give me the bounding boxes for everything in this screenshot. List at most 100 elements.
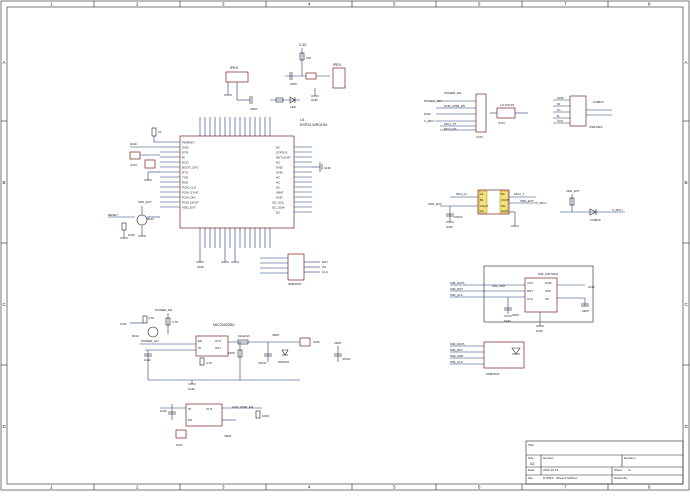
pin-clk: CLK bbox=[527, 297, 533, 301]
mic-part-label: MIC29302BU bbox=[213, 323, 235, 327]
vmcu-label: V_MCU bbox=[536, 201, 547, 205]
con-label: CON bbox=[130, 163, 137, 167]
vbat-label: VBAT bbox=[250, 107, 258, 111]
gnd-label: GND bbox=[160, 409, 168, 413]
gnd-label: GND bbox=[324, 166, 332, 170]
pin-oe: OE bbox=[501, 204, 505, 208]
pin-nc: NC bbox=[276, 146, 281, 150]
gnd-label: GND bbox=[128, 233, 136, 237]
col-marker: 3 bbox=[222, 485, 225, 490]
pin-gnd: GND bbox=[182, 146, 190, 150]
power-label: POWER_ON bbox=[424, 99, 442, 103]
pin-nc: NC bbox=[276, 176, 281, 180]
gnd-label: GND bbox=[588, 285, 596, 289]
gnd-label: GND bbox=[311, 98, 319, 102]
row-marker: B bbox=[685, 180, 688, 185]
r-value: 4.7K bbox=[148, 316, 154, 320]
sim-rst-label: SIM_RST bbox=[450, 348, 463, 352]
pin-out: OUT bbox=[206, 407, 213, 411]
col-marker: 8 bbox=[648, 2, 651, 7]
file-label: File bbox=[528, 476, 533, 480]
mcu-tx-label: MCU_TX bbox=[444, 122, 456, 126]
pin-i2c-sda: I2C_SDA bbox=[272, 206, 285, 210]
power-en-label: POWER_EN bbox=[155, 308, 172, 312]
cap-value: 22PF bbox=[512, 313, 519, 317]
pin-vcc: VCC bbox=[557, 119, 564, 123]
pin-out: OUT bbox=[215, 339, 222, 343]
pin-b1: B1 bbox=[480, 198, 484, 202]
pin-in: IN bbox=[188, 407, 191, 411]
pin-id: ID bbox=[557, 102, 561, 106]
gnd-label: GND bbox=[446, 225, 454, 229]
diode-value: 1N5819 bbox=[590, 218, 601, 222]
pin-nc: NC bbox=[276, 211, 281, 215]
regulator-section: POWER_EN 4.7K 4.7K GND 9013 POWER_ON MIC… bbox=[120, 308, 351, 391]
power-en-label: POWER_EN bbox=[444, 91, 461, 95]
ipex-connector: IPEX VBAT bbox=[224, 66, 258, 111]
pin-txd: TXD bbox=[182, 176, 189, 180]
pin-boot-cfg: BOOT_CFG bbox=[182, 166, 199, 170]
pin-b2: B2 bbox=[501, 192, 505, 196]
pin-vccb: VCCB bbox=[501, 198, 509, 202]
cap-value: 100nF bbox=[454, 215, 463, 219]
smbj-label: SMBJ5V0 bbox=[486, 372, 500, 376]
pin-io: I/O bbox=[545, 297, 550, 301]
pin-pcm-din: PCM_DIN bbox=[182, 196, 196, 200]
row-marker: D bbox=[3, 424, 7, 429]
net-rst: RST bbox=[322, 260, 328, 264]
vbat-label: VBAT bbox=[272, 333, 280, 337]
ln-regulator: LN SOT23 CON bbox=[490, 103, 528, 125]
r-value: 100K bbox=[228, 351, 235, 355]
row-marker: B bbox=[3, 180, 6, 185]
pin-pcm-sync: PCM_SYNC bbox=[182, 191, 200, 195]
sim-holder-label: SIM_SIM SIM1 bbox=[538, 272, 559, 276]
row-marker: C bbox=[3, 302, 7, 307]
vmcu-label: V_MCU bbox=[424, 119, 435, 123]
col-marker: 3 bbox=[222, 2, 225, 7]
con-label: CON bbox=[498, 121, 505, 125]
pin-vdd-ext: VDD_EXT bbox=[182, 206, 196, 210]
sim-holder: SIM_SIM SIM1 VCC RST CLK GND VPP I/O SIM… bbox=[450, 265, 596, 333]
ipex-label: IPEX bbox=[230, 66, 239, 70]
size-value: A3 bbox=[530, 462, 534, 466]
row-marker: D bbox=[685, 424, 689, 429]
diode-value: SM4007 bbox=[278, 360, 290, 364]
bat-connector: RST I/O CLK SMBJ5V0 bbox=[260, 253, 328, 286]
col-marker: 8 bbox=[648, 485, 651, 490]
col-marker: 6 bbox=[478, 485, 481, 490]
sheet-label: Sheet bbox=[614, 468, 622, 472]
revision-label: Revision bbox=[624, 456, 636, 460]
col-marker: 1 bbox=[50, 485, 53, 490]
pin-i2c-scl: I2C_SCL bbox=[272, 201, 285, 205]
col-marker: 5 bbox=[393, 2, 396, 7]
r-value: 4.7K bbox=[206, 361, 212, 365]
reset-section: RESET VDD_EXT 9013 GND bbox=[108, 200, 160, 239]
vmcu-label: V_MCU bbox=[612, 208, 623, 212]
gnd-label: GND bbox=[557, 96, 565, 100]
title-block: Title Size A3 Number Revision Date 2022-… bbox=[525, 440, 684, 485]
d-label: 1N5819 bbox=[593, 100, 604, 104]
pin-a2: A2 bbox=[480, 209, 484, 213]
pin-pwrkey: PWRKEY bbox=[182, 141, 195, 145]
col-marker: 2 bbox=[136, 2, 139, 7]
con-label: CON bbox=[176, 443, 183, 447]
pin-dcd: DCD bbox=[182, 161, 189, 165]
sim-clk-label: SIM_CLK bbox=[450, 360, 463, 364]
tvs-section: SIM_DATA SIM_RST SIM_VDD SIM_CLK SMBJ5V0 bbox=[450, 341, 525, 376]
pin-d-minus: D- bbox=[557, 114, 560, 118]
vdd-ext-label: VDD_EXT bbox=[566, 189, 580, 193]
r-value: 1K bbox=[158, 130, 162, 134]
inductor-value: 33uH/3A bbox=[238, 334, 250, 338]
pin-netlight: NETLIGHT bbox=[276, 156, 291, 160]
number-label: Number bbox=[543, 456, 554, 460]
col-marker: 4 bbox=[308, 2, 311, 7]
pin-vcca: VCCA bbox=[480, 204, 488, 208]
gnd-label: GND bbox=[188, 387, 196, 391]
pin-gnd: GND bbox=[276, 196, 284, 200]
pin-vcc: VCC bbox=[527, 281, 534, 285]
date-label: Date bbox=[528, 468, 535, 472]
level-shifter: MCU_R MCU_T A1 B1 VCCA A2 B2 VCCB OE GND… bbox=[428, 189, 547, 229]
